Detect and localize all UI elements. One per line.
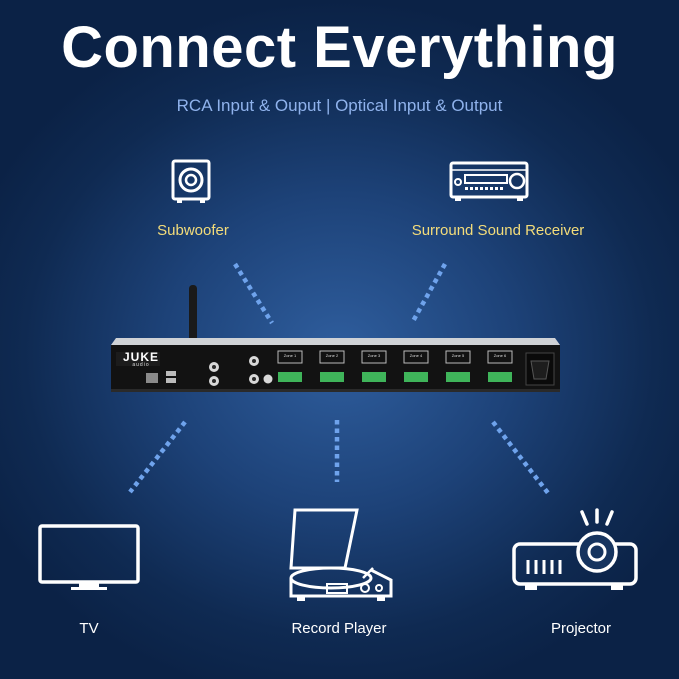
connector-receiver [410,262,447,325]
page-subtitle: RCA Input & Ouput | Optical Input & Outp… [176,96,503,115]
power-inlet [525,352,555,386]
zone-label-6: Zone 6 [493,353,507,358]
connector-projector [491,420,550,495]
av-receiver-icon [449,161,529,201]
projector-icon [512,508,638,590]
record-player-icon [289,508,393,601]
connector-tv [128,420,187,494]
brand-logo-top: JUKE [122,350,159,364]
subwoofer-icon [171,159,211,203]
page-title: Connect Everything [61,15,618,80]
record-player-label: Record Player [291,620,387,637]
tv-icon [38,524,140,590]
zone-label-5: Zone 5 [451,353,465,358]
projector-label: Projector [550,620,612,637]
brand-logo [116,352,160,366]
antenna [189,285,197,341]
zone-outputs [277,350,513,382]
receiver-label: Surround Sound Receiver [411,222,585,239]
connector-subwoofer [233,262,274,325]
tv-label: TV [79,620,99,637]
subwoofer-label: Subwoofer [157,222,229,239]
zone-label-1: Zone 1 [283,353,297,358]
brand-logo-bottom: audio [132,362,150,368]
zone-label-2: Zone 2 [325,353,339,358]
amplifier-device [111,285,560,392]
brand-logo-text: JUKE audio [121,351,161,368]
zone-label-4: Zone 4 [409,353,423,358]
zone-label-3: Zone 3 [367,353,381,358]
